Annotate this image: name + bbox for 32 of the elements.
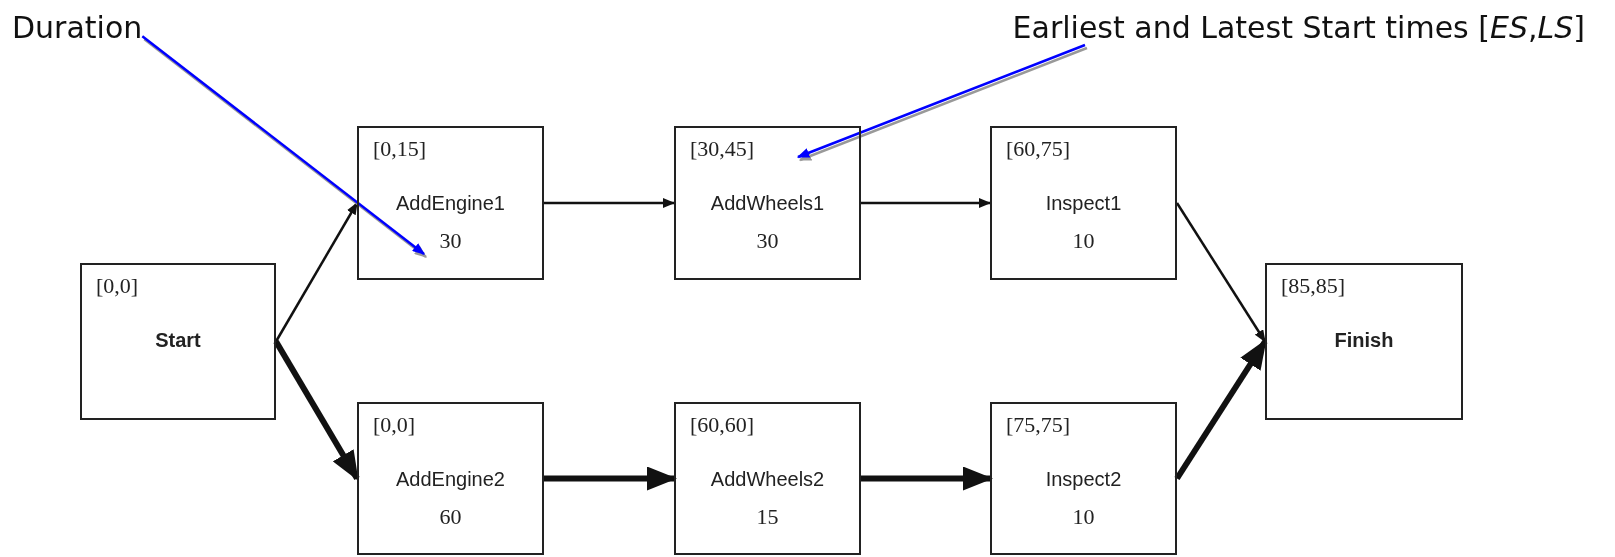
annotation-text: Duration [12, 10, 143, 45]
time-window-label: [60,75] [1006, 136, 1071, 162]
task-box [674, 126, 861, 280]
duration-value: 10 [1071, 504, 1096, 530]
time-window-label: [60,60] [690, 412, 755, 438]
task-name: AddEngine1 [395, 192, 506, 215]
annotation-text: Earliest and Latest Start times [ES,LS] [1012, 10, 1585, 45]
task-name: AddWheels2 [709, 468, 826, 491]
duration-value: 30 [438, 228, 463, 254]
task-name: Inspect2 [1044, 468, 1123, 491]
task-box [674, 402, 861, 555]
task-name: AddWheels1 [709, 192, 826, 215]
task-box [357, 402, 544, 555]
duration-value: 15 [755, 504, 780, 530]
duration-value: 10 [1071, 228, 1096, 254]
task-box [357, 126, 544, 280]
duration-value: 60 [438, 504, 463, 530]
time-window-label: [30,45] [690, 136, 755, 162]
time-window-label: [0,15] [373, 136, 427, 162]
time-window-label: [0,0] [96, 273, 139, 299]
time-window-label: [0,0] [373, 412, 416, 438]
task-name: Inspect1 [1044, 192, 1123, 215]
time-window-label: [75,75] [1006, 412, 1071, 438]
task-name: Finish [1333, 329, 1395, 352]
task-box [1265, 263, 1463, 420]
task-name: Start [154, 329, 202, 352]
task-box [990, 126, 1177, 280]
task-box [80, 263, 276, 420]
duration-value: 30 [755, 228, 780, 254]
task-name: AddEngine2 [395, 468, 506, 491]
time-window-label: [85,85] [1281, 273, 1346, 299]
task-box [990, 402, 1177, 555]
